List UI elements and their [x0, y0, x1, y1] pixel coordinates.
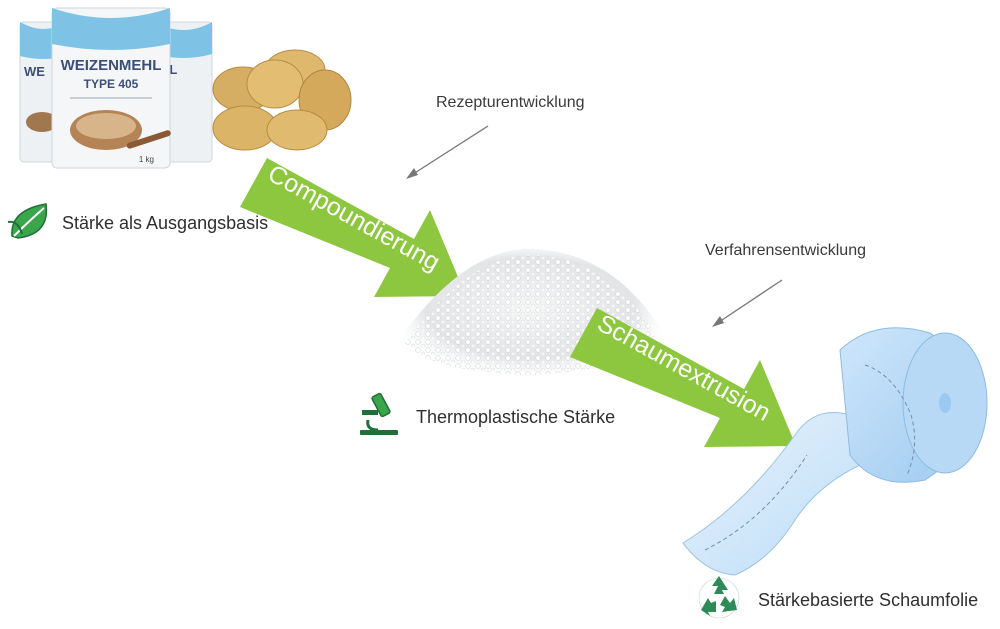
process2-note: Verfahrensentwicklung [705, 242, 866, 259]
flour-bags-image: HL WE WEIZENMEHL TYPE 405 1 kg [19, 7, 213, 169]
leaf-icon [7, 203, 48, 239]
bag-weight: 1 kg [139, 155, 154, 164]
bag-type: TYPE 405 [84, 77, 139, 91]
bag-brand: WEIZENMEHL [61, 57, 162, 74]
microscope-icon [360, 392, 398, 435]
process1-note-pointer [406, 125, 489, 179]
intermediate-label: Thermoplastische Stärke [416, 407, 616, 427]
svg-text:WE: WE [24, 64, 45, 79]
potatoes-image [212, 49, 352, 151]
foam-roll-image [682, 327, 988, 576]
process2-note-pointer [712, 279, 783, 327]
source-label: Stärke als Ausgangsbasis [62, 213, 269, 233]
process1-note: Rezepturentwicklung [436, 94, 585, 111]
extrusion-arrow: Schaumextrusion [570, 308, 796, 447]
product-label: Stärkebasierte Schaumfolie [758, 590, 979, 610]
flour-bag-front: WEIZENMEHL TYPE 405 1 kg [51, 7, 171, 169]
recycle-icon [698, 576, 740, 619]
compounding-arrow: Compoundierung [240, 158, 466, 297]
